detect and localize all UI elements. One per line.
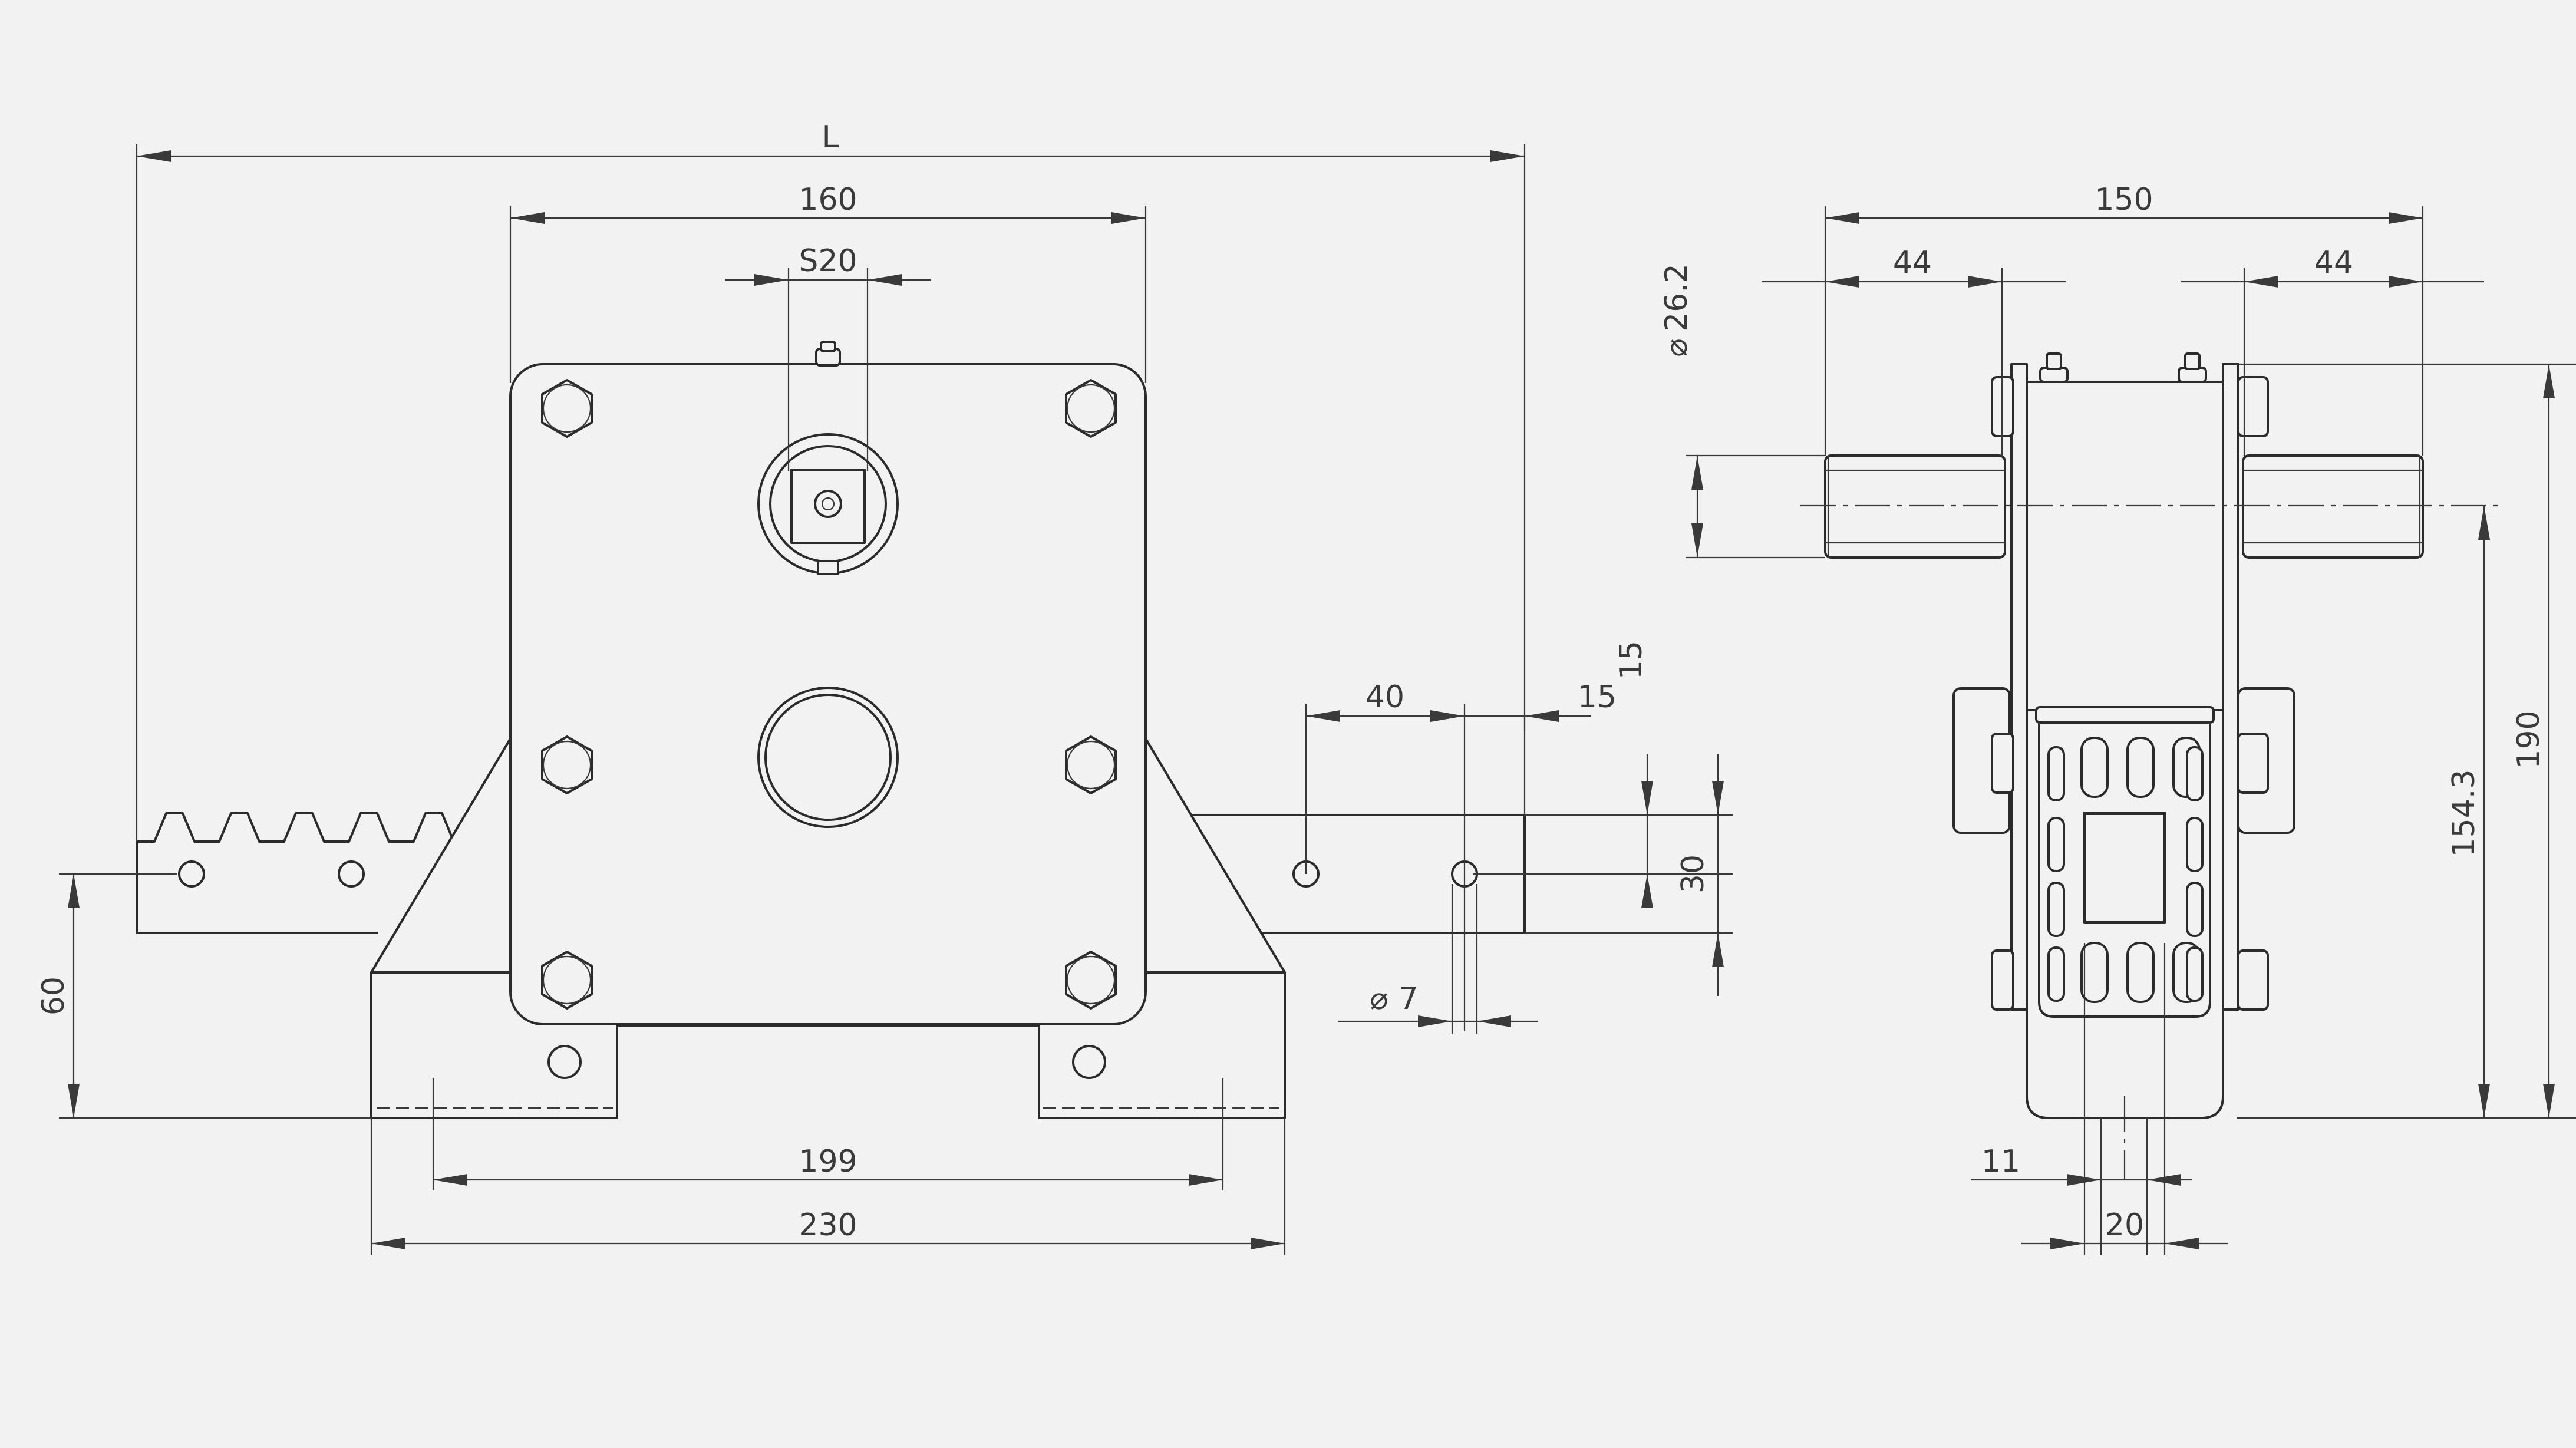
nut-mid-left — [1991, 733, 2014, 794]
dim-overall-length: L — [822, 120, 839, 155]
front-view — [136, 341, 1526, 1119]
nut-mid-right — [2237, 733, 2269, 794]
dim-diameter-symbol-7: ⌀ — [1370, 981, 1388, 1017]
bolt-bottom-right — [1065, 951, 1117, 1010]
shaft-stub-left — [1824, 454, 2006, 559]
input-shaft — [757, 433, 899, 575]
dimensions-side: 150 44 44 ⌀ 26.2 154.3 190 — [1659, 182, 2576, 1255]
dim-side-20: 20 — [2105, 1208, 2144, 1243]
bolt-mid-left — [541, 735, 593, 794]
dim-bar-height: 30 — [1675, 855, 1711, 893]
dim-shaft-square: S20 — [799, 243, 857, 279]
nut-low-right — [2237, 949, 2269, 1011]
side-view — [1800, 352, 2499, 1179]
dim-side-11: 11 — [1981, 1144, 2020, 1179]
rack-hole-right — [338, 860, 365, 888]
bolt-top-right — [1065, 379, 1117, 438]
grease-nipple — [815, 341, 841, 367]
shaft-stub-right — [2242, 454, 2424, 559]
dim-foot-hole-spacing: 199 — [799, 1144, 857, 1179]
rack-hole-left — [178, 860, 205, 888]
foot-hole-left — [547, 1045, 582, 1079]
nut-low-left — [1991, 949, 2014, 1011]
foot-hole-right — [1072, 1045, 1106, 1079]
bolt-top-left — [541, 379, 593, 438]
main-plate — [509, 341, 1147, 1025]
dimensions-front: L 160 S20 40 15 15 30 — [36, 120, 1733, 1255]
square-bore — [2083, 812, 2166, 924]
dim-hole-spacing: 40 — [1365, 680, 1404, 715]
side-plate-left — [2010, 363, 2028, 1011]
dim-edge-15-h: 15 — [1578, 680, 1617, 715]
dim-side-right-44: 44 — [2314, 245, 2353, 281]
dim-edge-15-v: 15 — [1614, 641, 1649, 680]
dim-shaft-dia: 26.2 — [1659, 263, 1694, 332]
side-plate-right — [2222, 363, 2239, 1011]
bolt-bottom-left — [541, 951, 593, 1010]
gear-slots — [2047, 737, 2204, 1003]
dim-plate-width: 160 — [799, 182, 857, 217]
dim-foot-width: 230 — [799, 1208, 857, 1243]
dim-shaft-height: 154.3 — [2446, 770, 2482, 857]
dim-hole-dia: 7 — [1399, 981, 1418, 1017]
gear-housing — [2026, 381, 2224, 711]
dim-rack-height: 60 — [36, 977, 71, 1015]
dim-side-left-44: 44 — [1893, 245, 1932, 281]
nut-top-right — [2237, 376, 2269, 437]
dim-total-height: 190 — [2511, 710, 2547, 768]
side-grease-nipples — [2039, 352, 2207, 383]
dim-diameter-symbol-26: ⌀ — [1659, 338, 1694, 357]
dim-side-width: 150 — [2095, 182, 2153, 217]
bolt-mid-right — [1065, 735, 1117, 794]
output-hub — [757, 687, 899, 828]
